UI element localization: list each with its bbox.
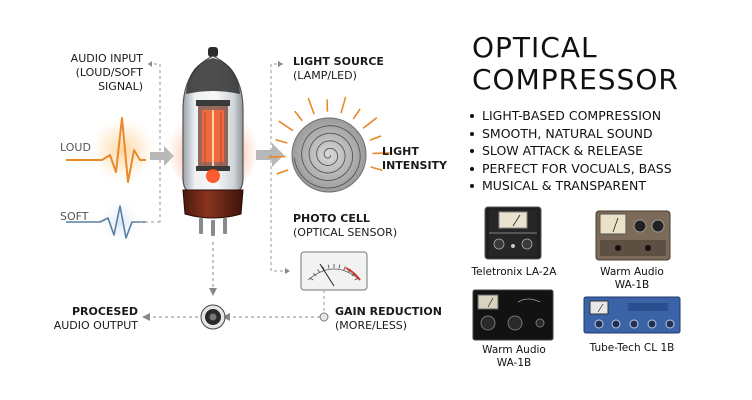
light-ray — [276, 169, 289, 175]
product-caption-la2a: Teletronix LA-2A — [462, 266, 566, 279]
gain-node — [319, 312, 329, 322]
product-model: WA-1B — [496, 357, 532, 369]
vu-tick — [338, 264, 341, 269]
light-intensity-line2: INTENSITY — [382, 159, 448, 172]
spiral-path — [293, 125, 361, 189]
light-ray — [370, 166, 383, 171]
vu-tick — [347, 269, 351, 273]
output-line1: PROCESED — [71, 305, 138, 318]
la2a-unit — [484, 206, 542, 260]
output-jack-icon — [200, 304, 226, 330]
vu-tick — [312, 272, 317, 277]
light-spiral — [293, 125, 361, 189]
loud-waveform — [66, 117, 146, 183]
vu-tick — [343, 266, 346, 271]
light-ray — [352, 108, 361, 120]
soft-glow — [96, 198, 144, 246]
light-ray — [275, 139, 288, 144]
product-model: WA-1B — [614, 279, 650, 291]
light-source-line1: LIGHT SOURCE — [293, 55, 384, 68]
feature-item: MUSICAL & TRANSPARENT — [468, 177, 672, 195]
feature-item: SLOW ATTACK & RELEASE — [468, 142, 672, 160]
wa1b-unit-1 — [595, 210, 671, 261]
audio-input-line3: SIGNAL) — [98, 80, 143, 93]
page-title: OPTICAL COMPRESSOR — [472, 32, 679, 96]
light-source-label: LIGHT SOURCE (LAMP/LED) — [293, 55, 384, 83]
product-caption-wa1b-1: Warm Audio WA-1B — [580, 266, 684, 292]
title-line1: OPTICAL — [472, 31, 598, 64]
product-caption-wa1b-2: Warm Audio WA-1B — [462, 344, 566, 370]
product-name: Warm Audio — [600, 266, 664, 278]
vu-tick — [351, 272, 356, 277]
light-intensity-label: LIGHT INTENSITY — [382, 145, 447, 173]
soft-label: SOFT — [60, 210, 89, 223]
gain-reduction-line2: (MORE/LESS) — [335, 319, 408, 332]
light-ray — [294, 110, 303, 122]
input-arrow-head — [148, 61, 152, 67]
loud-glow — [87, 114, 159, 186]
photo-cell-line2: (OPTICAL SENSOR) — [293, 226, 398, 239]
product-name: Teletronix LA-2A — [471, 266, 557, 278]
output-label: PROCESED AUDIO OUTPUT — [50, 305, 138, 333]
vu-tick — [309, 277, 314, 281]
product-caption-tubetech: Tube-Tech CL 1B — [580, 342, 684, 355]
light-ray — [268, 155, 286, 158]
audio-input-line1: AUDIO INPUT — [70, 52, 143, 65]
vacuum-tube — [169, 47, 257, 236]
product-name: Warm Audio — [482, 344, 546, 356]
audio-input-label: AUDIO INPUT (LOUD/SOFT SIGNAL) — [55, 52, 143, 94]
lightsource-dashed-line — [270, 63, 290, 272]
vu-tick — [317, 269, 321, 273]
photo-cell-label: PHOTO CELL (OPTICAL SENSOR) — [293, 212, 397, 240]
feature-item: SMOOTH, NATURAL SOUND — [468, 125, 672, 143]
gain-reduction-label: GAIN REDUCTION (MORE/LESS) — [335, 305, 442, 333]
product-name: Tube-Tech CL 1B — [589, 342, 675, 354]
feature-item: PERFECT FOR VOCUALS, BASS — [468, 160, 672, 178]
feature-item: LIGHT-BASED COMPRESSION — [468, 107, 672, 125]
photo-cell-line1: PHOTO CELL — [293, 212, 370, 225]
arrow-to-tube — [150, 146, 174, 166]
soft-waveform — [66, 205, 146, 239]
light-ray — [307, 97, 315, 115]
arrow-to-light — [256, 143, 284, 167]
wa1b-unit-2 — [472, 289, 554, 341]
gain-reduction-line1: GAIN REDUCTION — [335, 305, 442, 318]
audio-input-line2: (LOUD/SOFT — [75, 66, 143, 79]
vu-tick — [327, 264, 330, 269]
light-intensity-line1: LIGHT — [382, 145, 419, 158]
loud-label: LOUD — [60, 141, 91, 154]
light-rays — [268, 96, 390, 175]
output-line2: AUDIO OUTPUT — [53, 319, 138, 332]
feature-list: LIGHT-BASED COMPRESSION SMOOTH, NATURAL … — [468, 107, 672, 195]
vu-meter — [300, 251, 368, 291]
light-source-line2: (LAMP/LED) — [293, 69, 357, 82]
light-ray — [278, 120, 294, 132]
light-ray — [362, 117, 378, 129]
light-ray — [372, 152, 390, 155]
tubetech-unit — [583, 296, 681, 334]
light-ray — [340, 96, 347, 114]
light-ray — [369, 135, 382, 141]
title-line2: COMPRESSOR — [472, 63, 679, 96]
vu-tick — [354, 277, 359, 281]
